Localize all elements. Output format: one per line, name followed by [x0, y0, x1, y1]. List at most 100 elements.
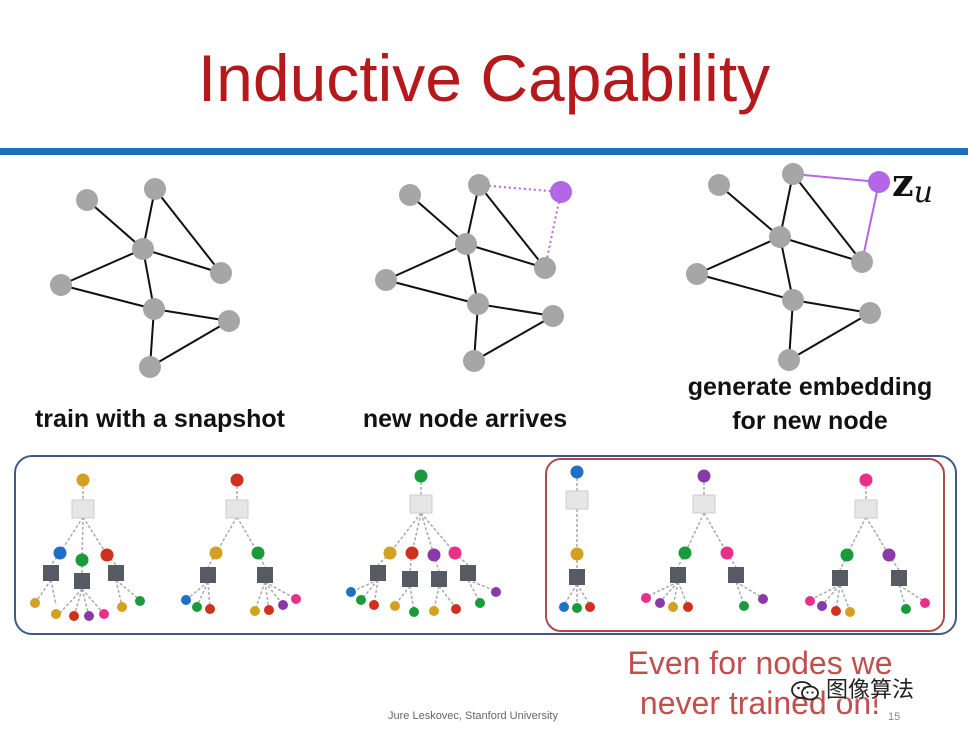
graph-node	[859, 302, 881, 324]
tree-node	[51, 609, 61, 619]
tree-node	[641, 593, 651, 603]
tree-node	[209, 546, 223, 560]
wechat-icon	[791, 681, 819, 701]
embedded-new-node	[868, 171, 890, 193]
emphasis-line2: never trained on!	[639, 685, 881, 721]
tree-node	[845, 607, 855, 617]
tree-node	[585, 602, 595, 612]
aggregator-box	[832, 570, 848, 586]
tree-node	[75, 553, 89, 567]
emphasis-text: Even for nodes we never trained on!	[590, 643, 930, 723]
caption-generate-line1: generate embedding	[687, 373, 933, 401]
tree-node	[920, 598, 930, 608]
tree-node	[135, 596, 145, 606]
emphasis-line1: Even for nodes we	[627, 645, 893, 681]
graph-node	[455, 233, 477, 255]
tree-node	[369, 600, 379, 610]
tree-node	[53, 546, 67, 560]
graph-node	[463, 350, 485, 372]
graph-node	[467, 293, 489, 315]
watermark-text: 图像算法	[826, 678, 915, 703]
tree-node	[570, 465, 584, 479]
caption-arrives: new node arrives	[362, 405, 568, 433]
tree-node	[192, 602, 202, 612]
computation-graphs-box	[14, 455, 957, 635]
graph-node	[375, 269, 397, 291]
aggregator-box	[565, 490, 589, 510]
tree-node	[668, 602, 678, 612]
graph-node	[210, 262, 232, 284]
graph-node	[132, 238, 154, 260]
tree-node	[346, 587, 356, 597]
computation-trees	[30, 465, 930, 621]
tree-node	[451, 604, 461, 614]
new-edges-solid	[792, 173, 880, 263]
tree-node	[655, 598, 665, 608]
caption-generate-line2: for new node	[732, 407, 888, 435]
tree-node	[390, 601, 400, 611]
graph-node	[708, 174, 730, 196]
graph-node	[139, 356, 161, 378]
tree-node	[264, 605, 274, 615]
graph-node	[542, 305, 564, 327]
tree-node	[720, 546, 734, 560]
slide-title: Inductive Capability	[197, 41, 771, 115]
tree-node	[475, 598, 485, 608]
footer-author: Jure Leskovec, Stanford University	[388, 710, 558, 722]
tree-node	[76, 473, 90, 487]
graph-node	[143, 298, 165, 320]
tree-node	[491, 587, 501, 597]
graph-node	[144, 178, 166, 200]
tree-node	[882, 548, 896, 562]
tree-node	[901, 604, 911, 614]
tree-node	[181, 595, 191, 605]
tree-node	[559, 602, 569, 612]
tree-node	[278, 600, 288, 610]
aggregator-box	[225, 499, 249, 519]
graph-node	[534, 257, 556, 279]
new-node	[550, 181, 572, 203]
tree-node	[831, 606, 841, 616]
tree-node	[250, 606, 260, 616]
tree-node	[448, 546, 462, 560]
aggregator-box	[409, 494, 433, 514]
tree-node	[817, 601, 827, 611]
aggregator-box	[402, 571, 418, 587]
graph-node	[76, 189, 98, 211]
aggregator-box	[460, 565, 476, 581]
title-divider	[0, 148, 968, 155]
tree-node	[859, 473, 873, 487]
aggregator-box	[692, 494, 716, 514]
graph-node	[782, 289, 804, 311]
graph-node	[851, 251, 873, 273]
tree-node	[678, 546, 692, 560]
aggregator-box	[431, 571, 447, 587]
tree-node	[405, 546, 419, 560]
graph-node	[778, 349, 800, 371]
aggregator-box	[569, 569, 585, 585]
tree-node	[383, 546, 397, 560]
tree-node	[805, 596, 815, 606]
tree-node	[683, 602, 693, 612]
computation-tree	[181, 473, 301, 616]
watermark: 图像算法	[790, 672, 914, 704]
graph-node	[468, 174, 490, 196]
aggregator-box	[74, 573, 90, 589]
tree-node	[427, 548, 441, 562]
embedding-symbol: zu	[892, 160, 933, 210]
aggregator-box	[670, 567, 686, 583]
aggregator-box	[728, 567, 744, 583]
new-edges-dotted	[478, 184, 562, 269]
aggregator-box	[370, 565, 386, 581]
computation-tree-unseen	[641, 469, 768, 612]
embedding-graph	[696, 173, 871, 361]
tree-node	[697, 469, 711, 483]
tree-node	[356, 595, 366, 605]
tree-node	[251, 546, 265, 560]
tree-node	[230, 473, 244, 487]
aggregator-box	[108, 565, 124, 581]
tree-node	[117, 602, 127, 612]
tree-node	[429, 606, 439, 616]
tree-node	[409, 607, 419, 617]
